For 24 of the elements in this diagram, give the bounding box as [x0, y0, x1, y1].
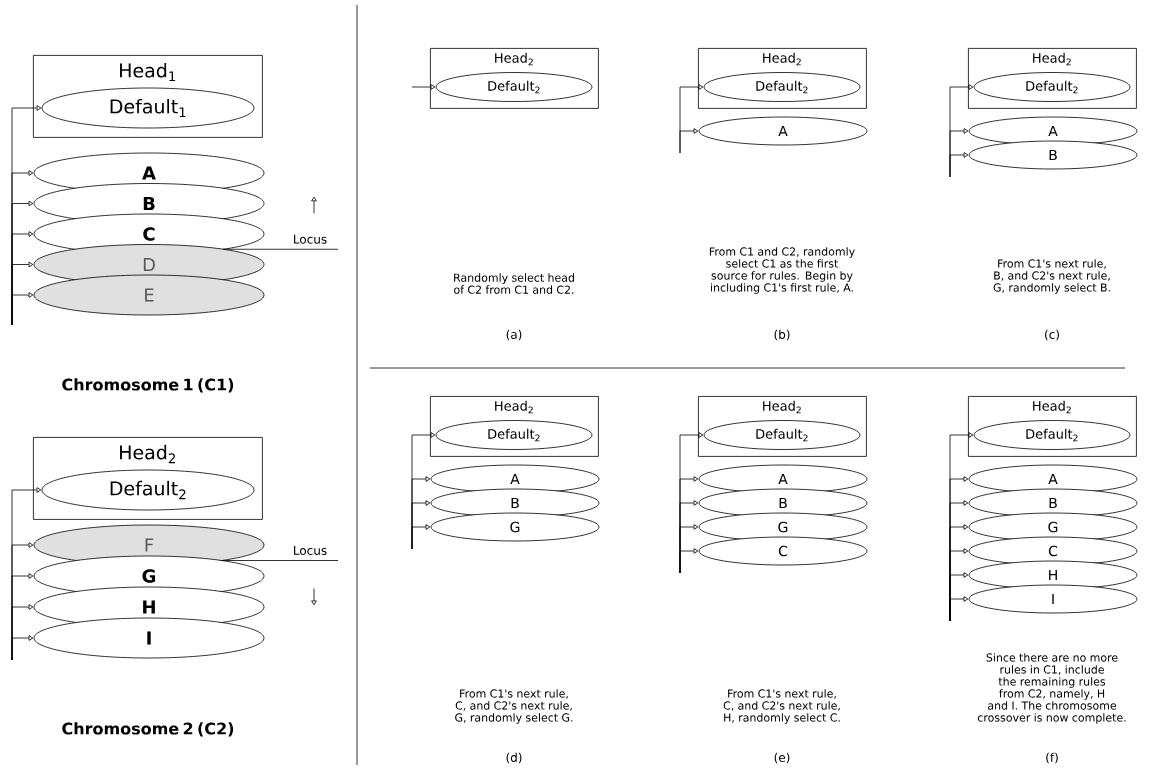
arrow — [411, 84, 436, 90]
panel-label: (e) — [774, 752, 790, 764]
step-description: Randomly select head of C2 from C1 and C2. — [454, 273, 574, 294]
panel-label: (d) — [506, 752, 522, 764]
step-description: From C1's next rule, C, and C2's next rule, H, randomly select C. — [723, 689, 840, 724]
chromosome-caption: Chromosome 2 (C2) — [62, 722, 234, 737]
locus-label: Locus — [294, 234, 327, 244]
step-description: From C1's next rule, C, and C2's next rule, G, randomly select G. — [455, 689, 573, 724]
step-description: From C1's next rule, B, and C2's next rule, G, randomly select B. — [993, 259, 1110, 294]
step-description: Since there are no more rules in C1, include the remaining rules from C2, namely, H and I. The chromosome crossover is now complete. — [977, 653, 1126, 724]
chromosome-caption: Chromosome 1 (C1) — [62, 378, 234, 393]
panel-label: (a) — [506, 329, 522, 341]
step-description: From C1 and C2, randomly select C1 as the first source for rules. Begin by including C1's first rule, A. — [709, 247, 855, 294]
locus-label: Locus — [294, 546, 327, 555]
arrow — [949, 152, 969, 178]
arrow — [11, 292, 34, 326]
panel-label: (c) — [1045, 329, 1059, 341]
arrow — [679, 128, 699, 154]
panel-label: (b) — [774, 329, 790, 341]
arrow — [411, 524, 431, 550]
panel-label: (f) — [1046, 752, 1058, 764]
arrow — [949, 596, 969, 622]
arrow — [679, 548, 699, 574]
arrow — [11, 635, 34, 661]
